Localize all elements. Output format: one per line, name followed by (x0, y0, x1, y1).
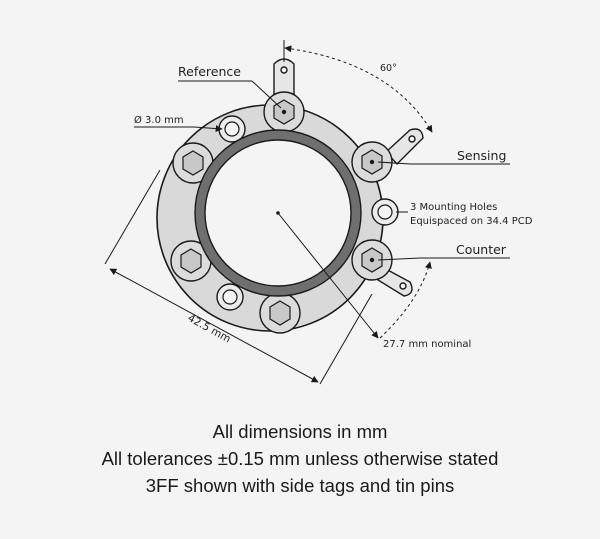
angle-arc (284, 45, 433, 133)
overall-dimension-line (109, 268, 319, 383)
sensing-label: Sensing (457, 148, 506, 163)
reference-label: Reference (178, 64, 241, 79)
pcd-label: Equispaced on 34.4 PCD (410, 216, 533, 227)
counter-tag (377, 267, 413, 297)
nominal-label: 27.7 mm nominal (383, 339, 471, 350)
mounting-hole-bottom-left (216, 283, 244, 311)
mounting-holes-label: 3 Mounting Holes (410, 202, 497, 213)
lower-terminal (259, 292, 301, 334)
sensing-terminal (351, 141, 393, 183)
notes: All dimensions in mm All tolerances ±0.1… (0, 418, 600, 499)
nominal-arc (379, 261, 432, 339)
note-tolerances: All tolerances ±0.15 mm unless otherwise… (101, 448, 499, 469)
mounting-hole-top-left (218, 115, 246, 143)
counter-label: Counter (456, 242, 507, 257)
note-variant: 3FF shown with side tags and tin pins (145, 475, 455, 496)
nominal-dimension-line (277, 212, 379, 339)
reference-tag (273, 58, 295, 96)
left-upper-terminal (172, 142, 214, 184)
mounting-hole-right (371, 198, 399, 226)
note-dimensions: All dimensions in mm (212, 421, 388, 442)
diameter-label: Ø 3.0 mm (134, 114, 184, 126)
counter-terminal (351, 239, 393, 281)
angle-label: 60° (380, 63, 397, 74)
